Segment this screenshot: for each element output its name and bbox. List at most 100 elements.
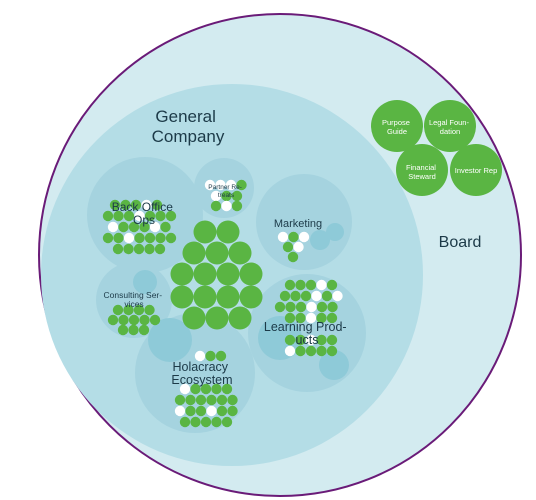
role-dot[interactable] <box>200 416 212 428</box>
role-dot[interactable] <box>284 279 296 291</box>
role-dot[interactable] <box>227 394 238 406</box>
role-dot[interactable] <box>239 285 263 309</box>
role-legal-foundation[interactable]: Legal Foun- dation <box>424 100 476 152</box>
role-dot[interactable] <box>133 304 145 316</box>
role-dot[interactable] <box>174 394 186 406</box>
unfilled-role-dot[interactable] <box>174 405 186 417</box>
unfilled-role-dot[interactable] <box>305 312 317 324</box>
role-dot[interactable] <box>211 416 222 428</box>
role-dot[interactable] <box>195 394 207 406</box>
role-dot[interactable] <box>107 314 119 326</box>
role-dot[interactable] <box>326 279 338 291</box>
role-dot[interactable] <box>144 232 156 244</box>
role-dot[interactable] <box>227 405 238 417</box>
role-dot[interactable] <box>287 251 299 263</box>
role-dot[interactable] <box>305 345 317 357</box>
role-dot[interactable] <box>144 243 155 255</box>
role-dot[interactable] <box>118 314 129 326</box>
role-dot[interactable] <box>295 279 306 291</box>
role-dot[interactable] <box>316 301 328 313</box>
role-dot[interactable] <box>151 199 163 211</box>
role-dot[interactable] <box>326 312 338 324</box>
role-dot[interactable] <box>205 241 229 265</box>
role-dot[interactable] <box>138 324 150 336</box>
role-dot[interactable] <box>149 314 161 326</box>
role-dot[interactable] <box>221 190 232 202</box>
role-dot[interactable] <box>134 232 145 244</box>
role-dot[interactable] <box>185 405 196 417</box>
role-dot[interactable] <box>326 345 338 357</box>
role-dot[interactable] <box>279 290 291 302</box>
role-dot[interactable] <box>228 306 252 330</box>
role-dot[interactable] <box>112 243 124 255</box>
role-dot[interactable] <box>295 345 306 357</box>
role-dot[interactable] <box>295 334 306 346</box>
role-dot[interactable] <box>215 350 227 362</box>
unfilled-role-dot[interactable] <box>149 221 161 233</box>
role-dot[interactable] <box>170 262 194 286</box>
role-dot[interactable] <box>290 290 301 302</box>
role-dot[interactable] <box>288 231 299 243</box>
unfilled-role-dot[interactable] <box>210 190 222 202</box>
role-dot[interactable] <box>190 416 201 428</box>
role-dot[interactable] <box>216 220 240 244</box>
role-dot[interactable] <box>128 314 140 326</box>
role-dot[interactable] <box>295 301 307 313</box>
role-dot[interactable] <box>295 312 306 324</box>
role-financial-steward[interactable]: Financial Steward <box>396 144 448 196</box>
unfilled-role-dot[interactable] <box>332 290 343 302</box>
role-dot[interactable] <box>155 232 166 244</box>
unfilled-role-dot[interactable] <box>305 334 317 346</box>
role-dot[interactable] <box>221 416 233 428</box>
role-dot[interactable] <box>193 285 217 309</box>
unfilled-role-dot[interactable] <box>221 200 232 212</box>
role-dot[interactable] <box>170 285 194 309</box>
role-dot[interactable] <box>113 232 124 244</box>
role-dot[interactable] <box>109 199 121 211</box>
role-dot[interactable] <box>139 221 150 233</box>
role-dot[interactable] <box>154 243 166 255</box>
role-dot[interactable] <box>130 199 142 211</box>
role-dot[interactable] <box>205 350 216 362</box>
role-dot[interactable] <box>193 220 217 244</box>
role-dot[interactable] <box>205 306 229 330</box>
unfilled-role-dot[interactable] <box>277 231 289 243</box>
role-dot[interactable] <box>112 304 124 316</box>
unfilled-role-dot[interactable] <box>206 405 217 417</box>
role-dot[interactable] <box>284 312 296 324</box>
role-dot[interactable] <box>300 290 312 302</box>
role-dot[interactable] <box>128 324 139 336</box>
role-dot[interactable] <box>216 405 228 417</box>
role-dot[interactable] <box>327 301 338 313</box>
role-dot[interactable] <box>144 304 155 316</box>
unfilled-role-dot[interactable] <box>316 279 327 291</box>
role-dot[interactable] <box>128 221 140 233</box>
unfilled-role-dot[interactable] <box>204 179 216 191</box>
role-dot[interactable] <box>228 241 252 265</box>
role-dot[interactable] <box>326 334 338 346</box>
unfilled-role-dot[interactable] <box>215 179 226 191</box>
unfilled-role-dot[interactable] <box>225 179 237 191</box>
role-dot[interactable] <box>206 394 217 406</box>
unfilled-role-dot[interactable] <box>194 350 206 362</box>
unfilled-role-dot[interactable] <box>311 290 322 302</box>
role-dot[interactable] <box>123 243 134 255</box>
role-purpose-guide[interactable]: Purpose Guide <box>371 100 423 152</box>
role-dot[interactable] <box>179 416 191 428</box>
role-dot[interactable] <box>211 383 222 395</box>
role-dot[interactable] <box>155 210 166 222</box>
role-dot[interactable] <box>221 383 233 395</box>
role-dot[interactable] <box>123 304 134 316</box>
role-dot[interactable] <box>144 210 156 222</box>
role-dot[interactable] <box>139 314 150 326</box>
role-dot[interactable] <box>113 210 124 222</box>
role-dot[interactable] <box>182 241 206 265</box>
role-dot[interactable] <box>117 324 129 336</box>
role-dot[interactable] <box>120 199 131 211</box>
unfilled-role-dot[interactable] <box>306 301 317 313</box>
unfilled-role-dot[interactable] <box>123 232 135 244</box>
role-dot[interactable] <box>195 405 207 417</box>
role-dot[interactable] <box>236 179 247 191</box>
role-dot[interactable] <box>321 290 333 302</box>
role-dot[interactable] <box>182 306 206 330</box>
